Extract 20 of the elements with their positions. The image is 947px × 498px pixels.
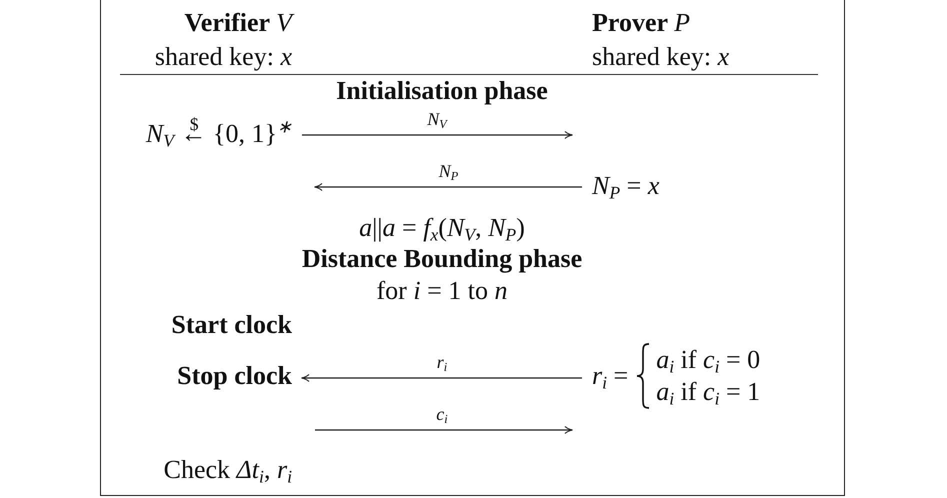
- phase-heading: Distance Bounding phase: [302, 244, 582, 274]
- check-step: Check Δt$_{i}$, r$_{i}$: [164, 455, 292, 485]
- party-name: Verifier V: [184, 8, 292, 38]
- edge-label: N$_{V}$: [427, 109, 447, 130]
- edge-label: N$_{P}$: [438, 161, 458, 182]
- formula: a||a = f$_{x}$(N$_{V}$, N$_{P}$): [359, 213, 525, 243]
- edge-label: r$_{i}$: [436, 352, 448, 373]
- formula: N$_{V}$ ←$^{$}$ {0, 1}$^{∗}$: [146, 119, 292, 149]
- formula: N$_{P}$ = x: [592, 171, 660, 201]
- key-note: shared key: x: [592, 42, 730, 72]
- message-label: c$_{i}$: [436, 404, 448, 425]
- party-name: Prover P: [592, 8, 690, 38]
- key-note: shared key: x: [154, 42, 292, 72]
- loop-header: for i = 1 to n: [376, 276, 508, 306]
- phase-heading: Initialisation phase: [336, 76, 548, 106]
- formula: r$_{i}$ =: [592, 361, 628, 391]
- case-line: a$_{i}$ if c$_{i}$ = 0: [656, 344, 760, 376]
- step-label: Start clock: [171, 310, 292, 340]
- step-label: Stop clock: [177, 361, 292, 391]
- case-line: a$_{i}$ if c$_{i}$ = 1: [656, 376, 760, 408]
